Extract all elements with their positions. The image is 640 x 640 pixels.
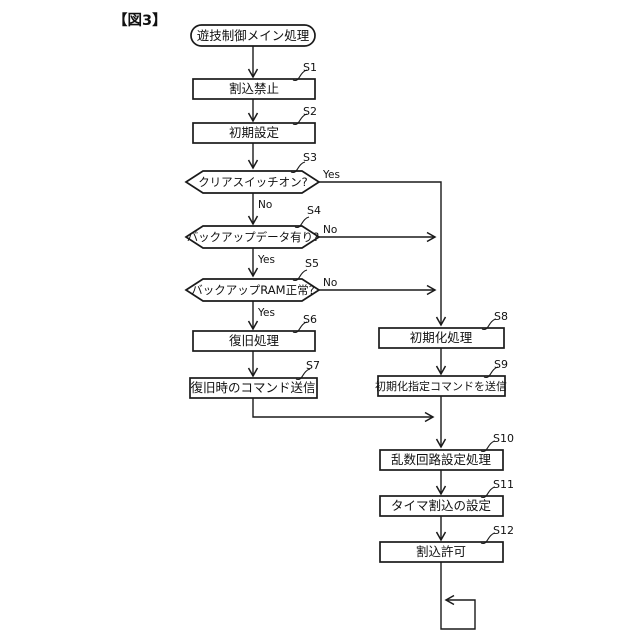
process-s10-label: 乱数回路設定処理 <box>391 452 492 467</box>
process-s1 <box>192 78 316 100</box>
step-id-s7: S7 <box>306 359 320 372</box>
connector-main-loop <box>440 562 476 630</box>
figure-title: 【図3】 <box>113 12 167 29</box>
branch-label-s5-yes: Yes <box>257 307 275 319</box>
process-s7-label: 復旧時のコマンド送信 <box>190 380 315 395</box>
leader-s12 <box>480 532 496 545</box>
leader-s5 <box>292 269 308 282</box>
process-s1-label: 割込禁止 <box>229 81 279 96</box>
step-id-s1: S1 <box>303 61 317 74</box>
branch-label-s4-no: No <box>323 224 337 236</box>
branch-label-s3-yes: Yes <box>322 169 340 181</box>
process-s8-label: 初期化処理 <box>410 330 473 345</box>
decision-s4-label: バックアップデータ有り? <box>187 230 320 244</box>
branch-label-s3-no: No <box>258 199 272 211</box>
process-s2-label: 初期設定 <box>229 125 279 140</box>
step-id-s10: S10 <box>493 432 514 445</box>
step-id-s8: S8 <box>494 310 508 323</box>
process-s6 <box>192 330 316 352</box>
connector-s3-yes <box>319 181 447 327</box>
leader-s2 <box>292 113 308 126</box>
step-id-s12: S12 <box>493 524 514 537</box>
process-s11-label: タイマ割込の設定 <box>391 498 491 513</box>
step-id-s9: S9 <box>494 358 508 371</box>
step-id-s4: S4 <box>307 204 321 217</box>
step-id-s5: S5 <box>305 257 319 270</box>
leader-s1 <box>292 69 308 82</box>
process-s6-label: 復旧処理 <box>229 333 280 348</box>
leader-s4 <box>294 216 310 229</box>
leader-s7 <box>295 368 311 381</box>
decision-s5-label: バックアップRAM正常? <box>191 283 314 297</box>
leader-s10 <box>480 440 496 453</box>
process-s2 <box>192 122 316 144</box>
decision-s3-label: クリアスイッチオン? <box>198 175 308 189</box>
leader-s3 <box>290 161 306 174</box>
step-id-s11: S11 <box>493 478 514 491</box>
process-s9-label: 初期化指定コマンドを送信 <box>375 379 507 393</box>
branch-label-s5-no: No <box>323 277 337 289</box>
leader-s6 <box>292 321 308 334</box>
leader-s9 <box>483 366 499 379</box>
leader-s11 <box>480 486 496 499</box>
connector-s7-merge <box>252 398 435 423</box>
step-id-s3: S3 <box>303 151 317 164</box>
step-id-s6: S6 <box>303 313 317 326</box>
leader-s8 <box>481 318 497 331</box>
start-label: 遊技制御メイン処理 <box>197 28 310 43</box>
step-id-s2: S2 <box>303 105 317 118</box>
process-s12-label: 割込許可 <box>416 544 466 559</box>
branch-label-s4-yes: Yes <box>257 254 275 266</box>
